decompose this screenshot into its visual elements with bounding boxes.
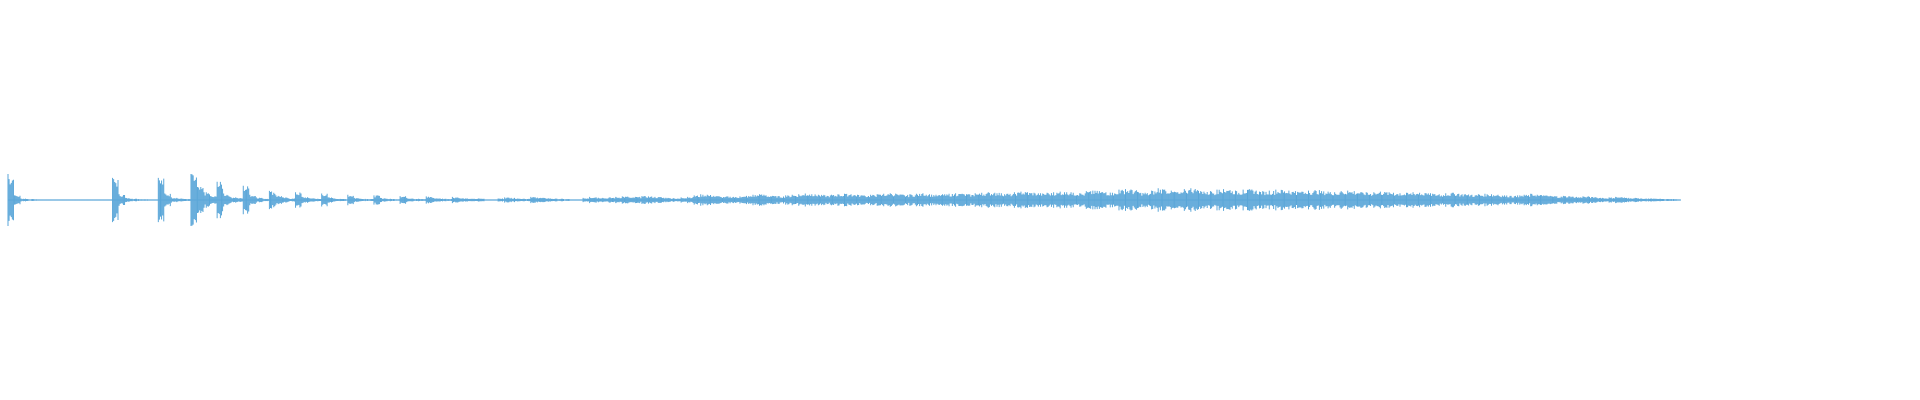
waveform-peaks bbox=[7, 174, 1681, 226]
